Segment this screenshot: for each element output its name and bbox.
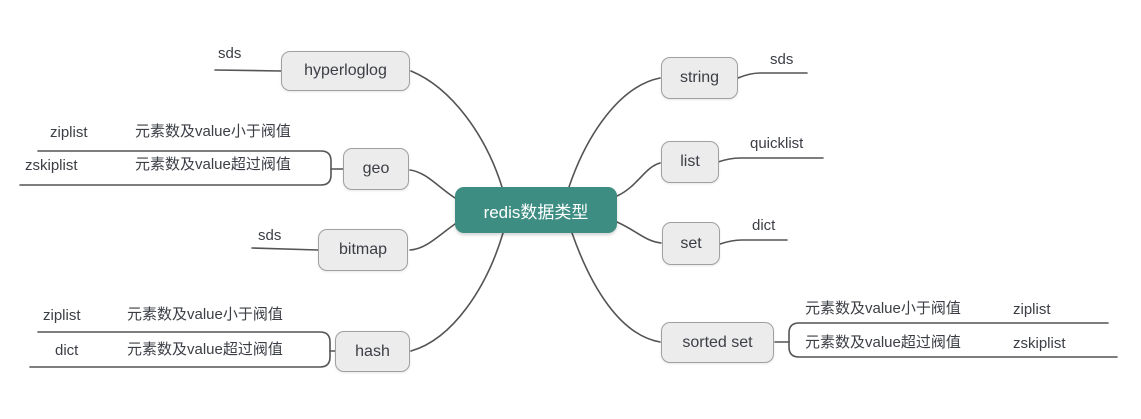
connector-hash-dict [29,350,331,368]
child-topic-hash-ziplist[interactable]: ziplist [43,307,81,324]
topic-list[interactable]: list [661,141,719,183]
connector-string-sds [737,72,808,79]
edge-root-set [616,221,662,244]
edge-root-hash [410,232,504,352]
topic-geo[interactable]: geo [343,148,409,190]
child-topic-sortedset-zskiplist[interactable]: zskiplist [1013,335,1066,352]
child-topic-geo-zskiplist[interactable]: zskiplist [25,157,78,174]
topic-hyperloglog[interactable]: hyperloglog [281,51,410,91]
child-topic-geo-ziplist[interactable]: ziplist [50,124,88,141]
child-topic-string-sds[interactable]: sds [770,51,794,68]
child-topic-bitmap-sds[interactable]: sds [258,227,282,244]
child-note-hash-ziplist[interactable]: 元素数及value小于阀值 [127,306,283,323]
topic-string[interactable]: string [661,57,738,99]
topic-set[interactable]: set [662,222,720,265]
child-note-sortedset-zskiplist[interactable]: 元素数及value超过阀值 [805,334,961,351]
connector-geo-ziplist [37,150,332,170]
edge-root-list [616,162,661,197]
connector-geo-zskiplist [19,168,332,186]
child-topic-hash-dict[interactable]: dict [55,342,79,359]
edge-root-bitmap [409,223,456,251]
edge-root-hyperloglog [410,70,503,188]
connector-sortedset-zskiplist [788,341,1118,358]
child-note-hash-dict[interactable]: 元素数及value超过阀值 [127,341,283,358]
topic-bitmap[interactable]: bitmap [318,229,408,271]
edge-root-string [568,77,661,188]
child-topic-set-dict[interactable]: dict [752,217,776,234]
child-topic-sortedset-ziplist[interactable]: ziplist [1013,301,1051,318]
connector-bitmap-sds [251,247,319,251]
root-topic[interactable]: redis数据类型 [455,187,617,233]
child-topic-hyperloglog-sds[interactable]: sds [218,45,242,62]
child-note-geo-zskiplist[interactable]: 元素数及value超过阀值 [135,156,291,173]
connector-set-dict [719,239,788,245]
connector-hyperloglog-sds [214,69,282,72]
topic-hash[interactable]: hash [335,331,410,372]
connector-sortedset-ziplist [788,322,1109,343]
connector-list-quicklist [717,157,824,163]
edge-root-sortedset [571,232,661,343]
edge-root-geo [409,169,456,199]
child-note-geo-ziplist[interactable]: 元素数及value小于阀值 [135,123,291,140]
child-note-sortedset-ziplist[interactable]: 元素数及value小于阀值 [805,300,961,317]
connector-hash-ziplist [37,331,331,352]
child-topic-list-quicklist[interactable]: quicklist [750,135,804,152]
topic-sorted-set[interactable]: sorted set [661,322,774,363]
